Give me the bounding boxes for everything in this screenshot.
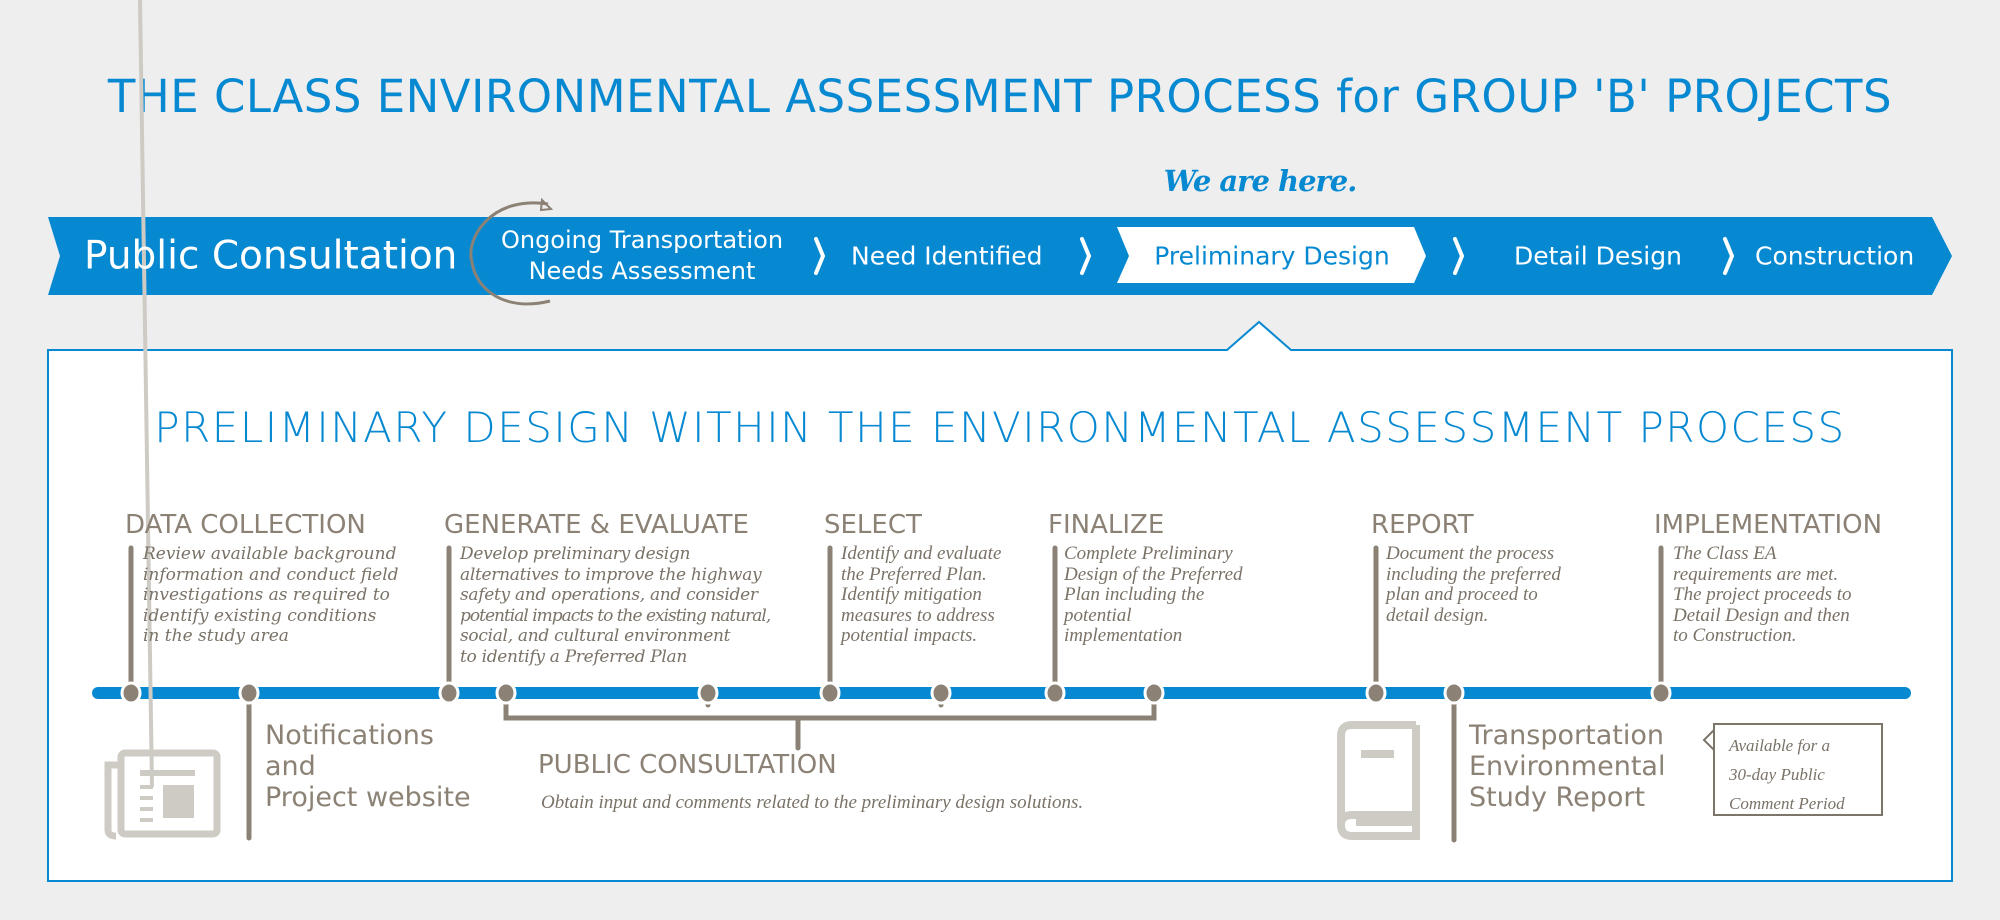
active-step-highlight <box>1117 227 1426 283</box>
main-title: THE CLASS ENVIRONMENTAL ASSESSMENT PROCE… <box>107 70 1893 123</box>
desc-line: Identify and evaluate <box>841 543 1002 564</box>
stage-connectors <box>128 545 1664 843</box>
chevron-right-icon <box>814 237 826 275</box>
desc-line: detail design. <box>1386 604 1489 626</box>
ongoing-needs-assessment: Ongoing Transportation Needs Assessment <box>482 225 802 287</box>
desc-line: Identify mitigation <box>841 584 982 605</box>
desc-line: alternatives to improve the highway <box>460 564 762 585</box>
desc-line: potential <box>1064 604 1132 626</box>
label-line: Transportation <box>1469 720 1664 751</box>
desc-line: Develop preliminary design <box>460 544 691 564</box>
step-preliminary-design[interactable]: Preliminary Design <box>1154 241 1390 271</box>
desc-line: including the preferred <box>1386 563 1561 585</box>
book-icon <box>1337 721 1420 840</box>
desc-line: Plan including the <box>1064 584 1205 605</box>
step-construction[interactable]: Construction <box>1755 241 1915 271</box>
label-line: Study Report <box>1469 782 1646 813</box>
desc-line: Detail Design and then <box>1673 604 1850 626</box>
chevron-right-icon <box>1723 237 1735 275</box>
label-line: Project website <box>265 782 471 813</box>
desc-line: the Preferred Plan. <box>841 563 987 585</box>
stage-title: SELECT <box>824 510 922 540</box>
stage-title: DATA COLLECTION <box>125 510 366 540</box>
desc-line: safety and operations, and consider <box>460 585 758 605</box>
stage-title: IMPLEMENTATION <box>1654 510 1883 540</box>
chevron-right-icon <box>1080 237 1092 275</box>
stage-title: FINALIZE <box>1048 510 1165 540</box>
label-line: and <box>265 751 316 782</box>
desc-line: Design of the Preferred <box>1064 563 1243 585</box>
desc-line: to identify a Preferred Plan <box>460 646 688 667</box>
desc-line: social, and cultural environment <box>460 626 731 646</box>
callout-line: Comment Period <box>1729 794 1845 813</box>
desc-line: The project proceeds to <box>1673 584 1852 605</box>
desc-line: requirements are met. <box>1673 563 1839 585</box>
timeline-nodes <box>120 681 1672 705</box>
chevron-icons <box>814 237 1735 275</box>
desc-line: identify existing conditions <box>143 605 377 626</box>
desc-line: plan and proceed to <box>1386 584 1538 605</box>
ongoing-line-1: Ongoing Transportation <box>500 226 784 254</box>
step-detail-design[interactable]: Detail Design <box>1514 241 1682 271</box>
desc-line: Complete Preliminary <box>1064 543 1233 564</box>
public-consultation-title: PUBLIC CONSULTATION <box>538 750 837 780</box>
label-line: Environmental <box>1469 751 1666 782</box>
desc-line: Document the process <box>1386 543 1555 564</box>
desc-line: in the study area <box>143 626 289 646</box>
desc-line: Review available background <box>143 544 397 564</box>
newspaper-icon <box>104 0 221 840</box>
callout-line: 30-day Public <box>1729 765 1825 784</box>
stage-title: GENERATE & EVALUATE <box>444 510 749 540</box>
cycle-arrow-icon <box>469 197 554 306</box>
desc-line: to Construction. <box>1673 625 1797 646</box>
desc-line: The Class EA <box>1673 543 1777 564</box>
we-are-here-label: We are here. <box>1163 164 1358 198</box>
desc-line: potential impacts. <box>841 625 978 646</box>
desc-line: measures to address <box>841 604 995 626</box>
desc-line: potential impacts to the existing natura… <box>460 605 771 626</box>
detail-panel <box>47 320 1953 882</box>
ongoing-line-2: Needs Assessment <box>528 257 756 285</box>
desc-line: investigations as required to <box>143 585 390 605</box>
label-line: Notifications <box>265 720 434 751</box>
section-title: PRELIMINARY DESIGN WITHIN THE ENVIRONMEN… <box>154 403 1846 452</box>
callout-line: Available for a <box>1729 736 1831 755</box>
public-consultation-description: Obtain input and comments related to the… <box>541 792 1084 813</box>
chevron-right-icon <box>1453 237 1465 275</box>
process-banner <box>48 217 1952 295</box>
public-consultation-label: Public Consultation <box>84 233 458 279</box>
desc-line: implementation <box>1064 625 1183 646</box>
stage-title: REPORT <box>1371 510 1474 540</box>
desc-line: information and conduct field <box>143 564 399 585</box>
step-need-identified[interactable]: Need Identified <box>851 241 1043 271</box>
